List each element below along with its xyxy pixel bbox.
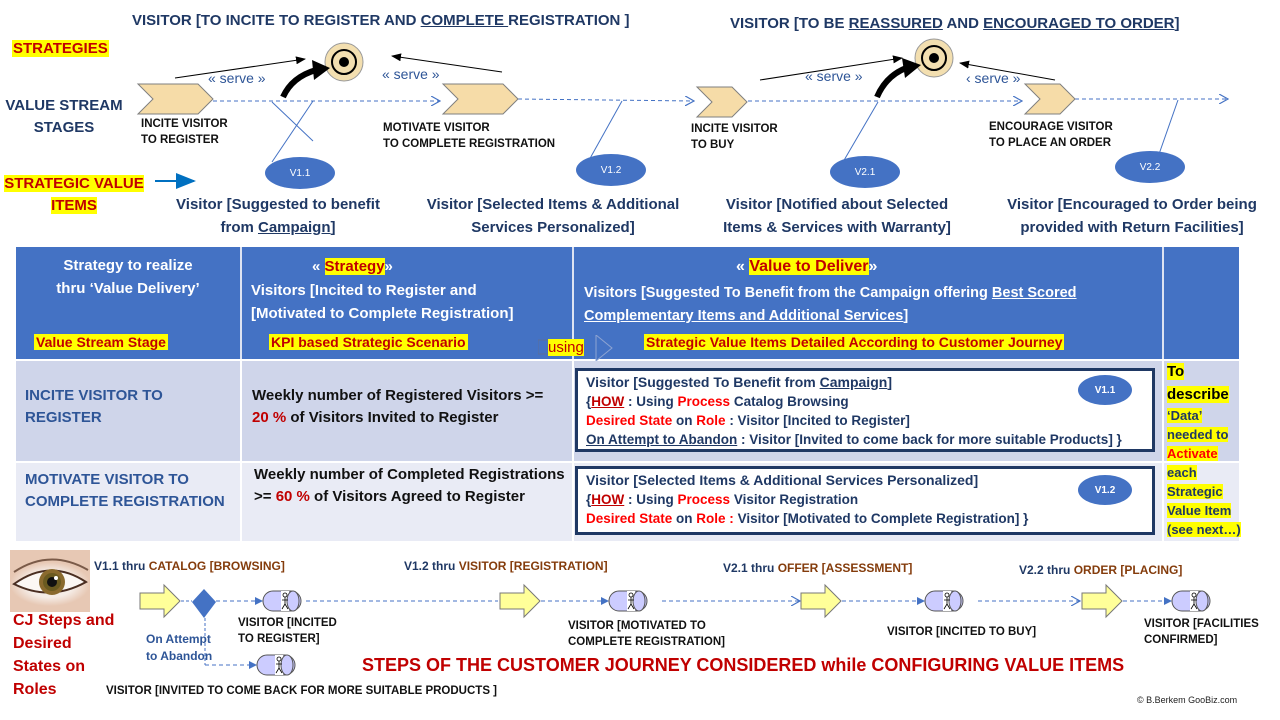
value-item-detail-v1-1[interactable]: Visitor [Suggested To Benefit from Campa… bbox=[575, 368, 1155, 452]
cj-step-label: V2.2 thru ORDER [PLACING] bbox=[1019, 563, 1183, 577]
value-stream-diagram bbox=[136, 38, 1280, 189]
realizes-arrow-icon bbox=[280, 60, 330, 99]
cj-section-title: CJ Steps and Desired States on Roles bbox=[13, 612, 115, 698]
table-row-2-kpi: Weekly number of Completed Registrations… bbox=[242, 463, 572, 541]
stage-chevron-4 bbox=[1023, 83, 1076, 115]
value-item-badge[interactable]: V1.2 bbox=[576, 154, 646, 186]
data-activation-note: To describe ‘Data’ needed to Activate ea… bbox=[1167, 363, 1241, 537]
stage-chevron-3 bbox=[695, 86, 748, 118]
role-icon bbox=[924, 590, 964, 612]
process-step-arrow bbox=[1081, 584, 1123, 618]
table-row-2-stage: MOTIVATE VISITOR TO COMPLETE REGISTRATIO… bbox=[16, 463, 240, 541]
kpi-scenario-label: KPI based Strategic Scenario bbox=[269, 334, 468, 350]
strategy-1-title: VISITOR [TO INCITE TO REGISTER AND COMPL… bbox=[132, 12, 630, 29]
header-cell-value: « Value to Deliver» Visitors [Suggested … bbox=[574, 247, 1164, 359]
cj-step-label: V1.2 thru VISITOR [REGISTRATION] bbox=[404, 559, 608, 573]
table-row-1-stage: INCITE VISITOR TO REGISTER bbox=[16, 361, 240, 461]
eye-image bbox=[10, 550, 90, 612]
header-cell-note bbox=[1164, 247, 1239, 359]
cj-step-label: V1.1 thru CATALOG [BROWSING] bbox=[94, 559, 285, 573]
value-item-text: Visitor [Suggested to benefit from Campa… bbox=[176, 196, 380, 236]
value-item-badge[interactable]: V2.1 bbox=[830, 156, 900, 188]
process-step-arrow bbox=[800, 584, 842, 618]
serve-label: ‹ serve » bbox=[966, 70, 1021, 86]
value-item-badge[interactable]: V1.1 bbox=[1078, 375, 1132, 405]
strategies-label: STRATEGIES bbox=[12, 40, 109, 57]
realizes-arrow-icon bbox=[874, 58, 921, 99]
role-icon bbox=[256, 654, 296, 676]
steps-caption: STEPS OF THE CUSTOMER JOURNEY CONSIDERED… bbox=[362, 655, 1125, 675]
value-item-badge[interactable]: V1.1 bbox=[265, 157, 335, 189]
goal-target-icon bbox=[324, 42, 364, 82]
value-item-detail-v1-2[interactable]: Visitor [Selected Items & Additional Ser… bbox=[575, 466, 1155, 535]
decision-diamond bbox=[192, 589, 216, 618]
abandon-state-label: VISITOR [INVITED TO COME BACK FOR MORE S… bbox=[106, 685, 498, 697]
serve-label: « serve » bbox=[805, 68, 863, 84]
serve-label: « serve » bbox=[382, 66, 440, 82]
stage-chevron-1 bbox=[136, 83, 214, 115]
serve-label: « serve » bbox=[208, 70, 266, 86]
value-item-badge[interactable]: V1.2 bbox=[1078, 475, 1132, 505]
goal-target-icon bbox=[914, 38, 954, 78]
customer-journey-diagram bbox=[139, 584, 1211, 676]
process-step-arrow bbox=[139, 584, 181, 618]
flow-line bbox=[517, 99, 694, 101]
strategy-2-title: VISITOR [TO BE REASSURED AND ENCOURAGED … bbox=[730, 15, 1180, 32]
stage-chevron-2 bbox=[441, 83, 519, 115]
role-icon bbox=[608, 590, 648, 612]
value-item-badge[interactable]: V2.2 bbox=[1115, 151, 1185, 183]
copyright: © B.Berkem GooBiz.com bbox=[1137, 695, 1238, 705]
value-stream-label: VALUE STREAM STAGES bbox=[5, 97, 123, 136]
strategic-value-items-label: Strategic Value Items Detailed According… bbox=[644, 334, 1065, 350]
role-icon bbox=[1171, 590, 1211, 612]
process-step-arrow bbox=[499, 584, 541, 618]
eye-icon bbox=[12, 558, 89, 595]
header-cell-kpi: « Strategy» Visitors [Incited to Registe… bbox=[242, 247, 574, 359]
role-icon bbox=[262, 590, 302, 612]
role-state-label: VISITOR [INCITED TO BUY] bbox=[887, 626, 1037, 638]
table-row-1-kpi: Weekly number of Registered Visitors >= … bbox=[242, 361, 572, 461]
strategic-value-label: STRATEGIC VALUE ITEMS bbox=[4, 175, 144, 214]
cj-step-label: V2.1 thru OFFER [ASSESSMENT] bbox=[723, 561, 913, 575]
value-stream-stage-label: Value Stream Stage bbox=[34, 334, 168, 350]
